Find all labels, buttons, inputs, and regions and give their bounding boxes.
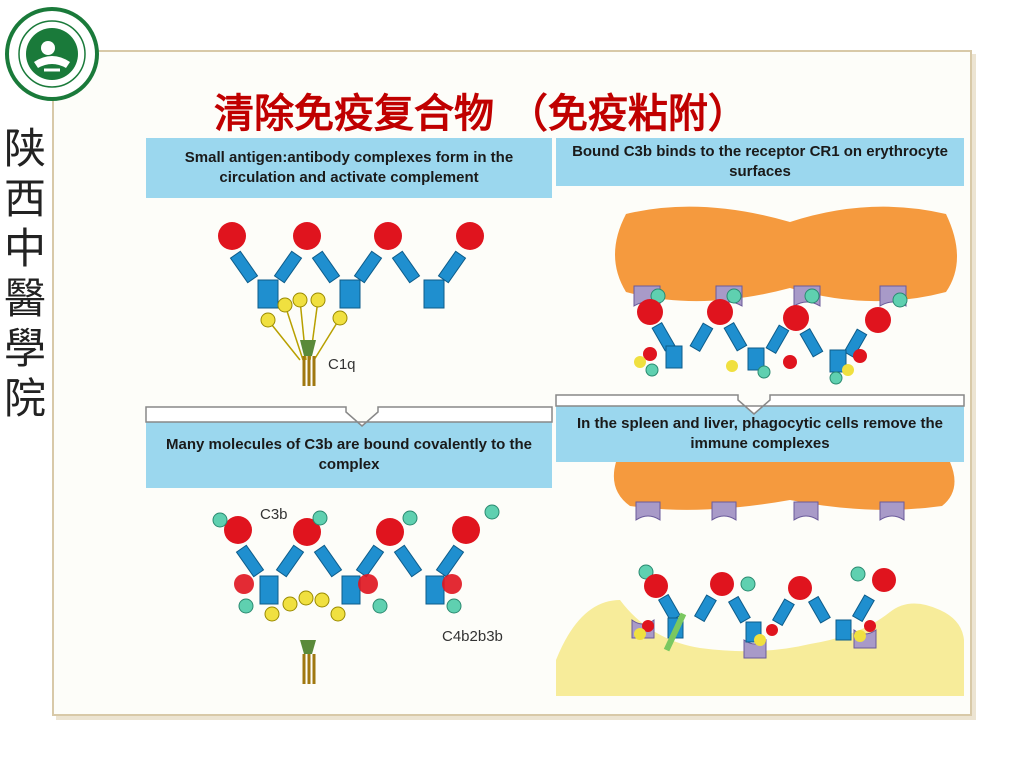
arrow-down-icon: [555, 394, 965, 415]
label-c3b: C3b: [260, 506, 288, 523]
erythrocyte-lower: [613, 462, 955, 521]
arrow-down-icon: [145, 406, 553, 427]
caption-top-left: Small antigen:antibody complexes form in…: [146, 138, 552, 198]
caption-bottom-left: Many molecules of C3b are bound covalent…: [146, 422, 552, 488]
label-c4b2b3b: C4b2b3b: [442, 628, 503, 645]
caption-bottom-right: In the spleen and liver, phagocytic cell…: [556, 406, 964, 462]
antigen-antibody-complex: [218, 222, 484, 386]
university-seal-icon: [5, 7, 99, 101]
caption-top-left-text: Small antigen:antibody complexes form in…: [184, 149, 514, 186]
label-c1q: C1q: [328, 356, 356, 373]
institution-vertical-text: 陕 西 中 醫 學 院: [3, 124, 46, 423]
caption-bottom-left-text: Many molecules of C3b are bound covalent…: [166, 436, 532, 473]
cleared-immune-complex: [634, 564, 896, 652]
slide-title: 清除免疫复合物 （免疫粘附）: [214, 90, 748, 137]
erythrocyte: [615, 206, 957, 385]
caption-bottom-right-text: In the spleen and liver, phagocytic cell…: [577, 415, 943, 452]
c3b-coated-complex: [212, 504, 500, 684]
caption-top-right-text: Bound C3b binds to the receptor CR1 on e…: [572, 143, 948, 180]
caption-top-right: Bound C3b binds to the receptor CR1 on e…: [556, 138, 964, 186]
phagocyte: [556, 600, 964, 696]
